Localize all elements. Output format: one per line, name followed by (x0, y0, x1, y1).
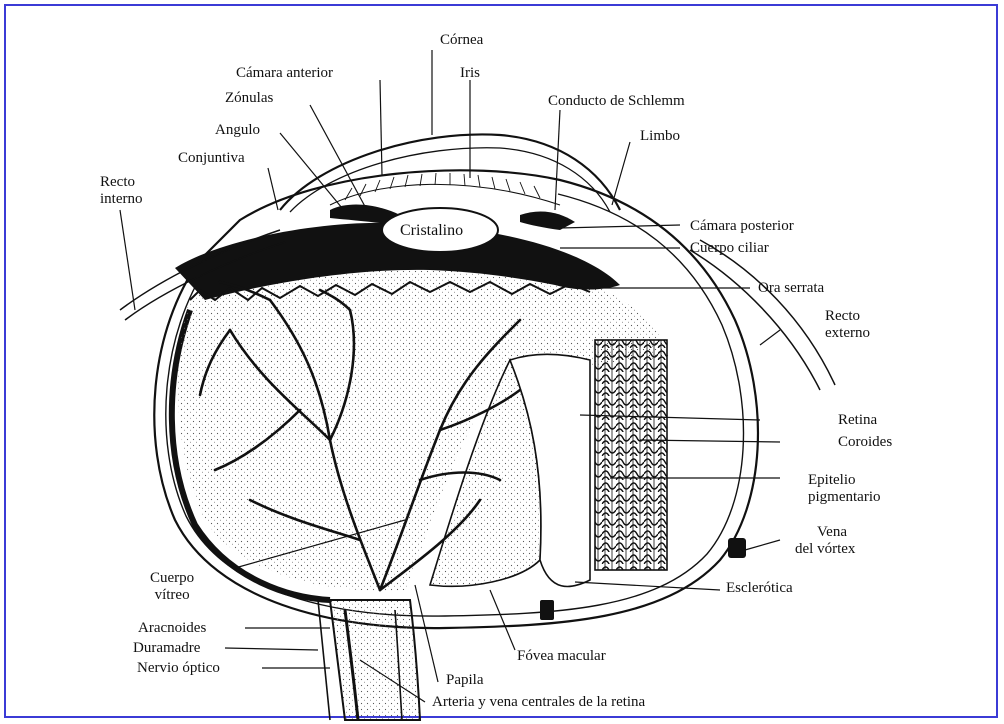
label-iris: Iris (460, 65, 480, 82)
label-vena-line2: del vórtex (795, 541, 855, 558)
label-papila: Papila (446, 672, 484, 689)
label-coroides: Coroides (838, 434, 892, 451)
label-limbo: Limbo (640, 128, 680, 145)
label-aracnoides: Aracnoides (138, 620, 206, 637)
label-cuerpo-vitreo-line1: Cuerpo (150, 570, 194, 587)
label-cuerpo-ciliar: Cuerpo ciliar (690, 240, 769, 257)
label-duramadre: Duramadre (133, 640, 200, 657)
label-arteria-vena-centrales: Arteria y vena centrales de la retina (432, 694, 645, 711)
label-recto-interno-line2: interno (100, 191, 143, 208)
label-cuerpo-vitreo-line2: vítreo (150, 587, 194, 604)
label-ora-serrata: Ora serrata (758, 280, 824, 297)
label-recto-externo-line2: externo (825, 325, 870, 342)
label-fovea-macular: Fóvea macular (517, 648, 606, 665)
label-cuerpo-vitreo: Cuerpo vítreo (150, 570, 194, 604)
label-recto-externo-line1: Recto (825, 308, 870, 325)
label-epitelio-line2: pigmentario (808, 489, 880, 506)
label-epitelio-line1: Epitelio (808, 472, 880, 489)
label-retina: Retina (838, 412, 877, 429)
label-cristalino: Cristalino (400, 222, 463, 239)
label-recto-externo: Recto externo (825, 308, 870, 342)
label-nervio-optico: Nervio óptico (137, 660, 220, 677)
label-vena-line1: Vena (795, 524, 855, 541)
label-camara-anterior: Cámara anterior (236, 65, 333, 82)
label-recto-interno-line1: Recto (100, 174, 143, 191)
label-conducto-schlemm: Conducto de Schlemm (548, 93, 685, 110)
label-conjuntiva: Conjuntiva (178, 150, 245, 167)
choroid-layer (595, 340, 667, 570)
label-recto-interno: Recto interno (100, 174, 143, 208)
label-zonulas: Zónulas (225, 90, 273, 107)
label-vena-vortex: Vena del vórtex (795, 524, 855, 558)
label-esclerotica: Esclerótica (726, 580, 793, 597)
label-cornea: Córnea (440, 32, 483, 49)
label-camara-posterior: Cámara posterior (690, 218, 794, 235)
label-angulo: Angulo (215, 122, 260, 139)
label-epitelio-pigmentario: Epitelio pigmentario (808, 472, 880, 506)
optic-nerve (318, 600, 420, 720)
